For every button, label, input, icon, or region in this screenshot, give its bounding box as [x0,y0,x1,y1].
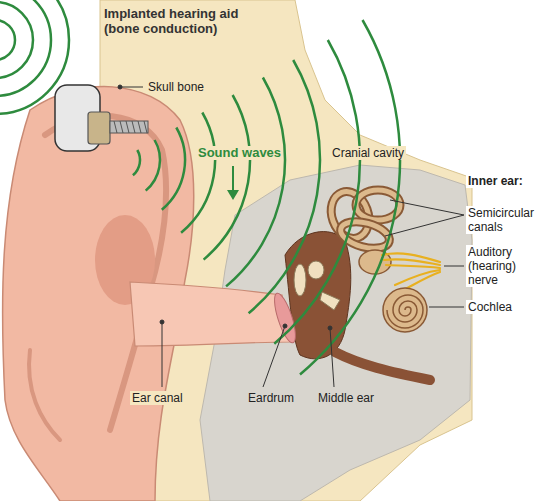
auditory-nerve [382,253,440,292]
ear-canal [130,282,290,346]
region-label: Cranial cavity [330,146,406,160]
eardrum [270,291,299,345]
part-label: Cochlea [466,300,514,314]
part-label: Skull bone [146,80,206,94]
part-label: Ear canal [130,391,185,405]
part-label: Semicircular canals [466,206,546,234]
group-heading: Inner ear: [466,174,525,188]
hearing-aid-device [55,85,148,151]
part-label: Auditory (hearing) nerve [466,245,534,287]
sound-waves [0,0,400,375]
part-label: Eardrum [246,391,296,405]
sound-arrow [227,166,239,200]
sound-label: Sound waves [196,146,283,160]
leader-lines [118,85,464,387]
part-label: Middle ear [316,391,376,405]
diagram-title: Implanted hearing aid (bone conduction) [104,6,276,36]
